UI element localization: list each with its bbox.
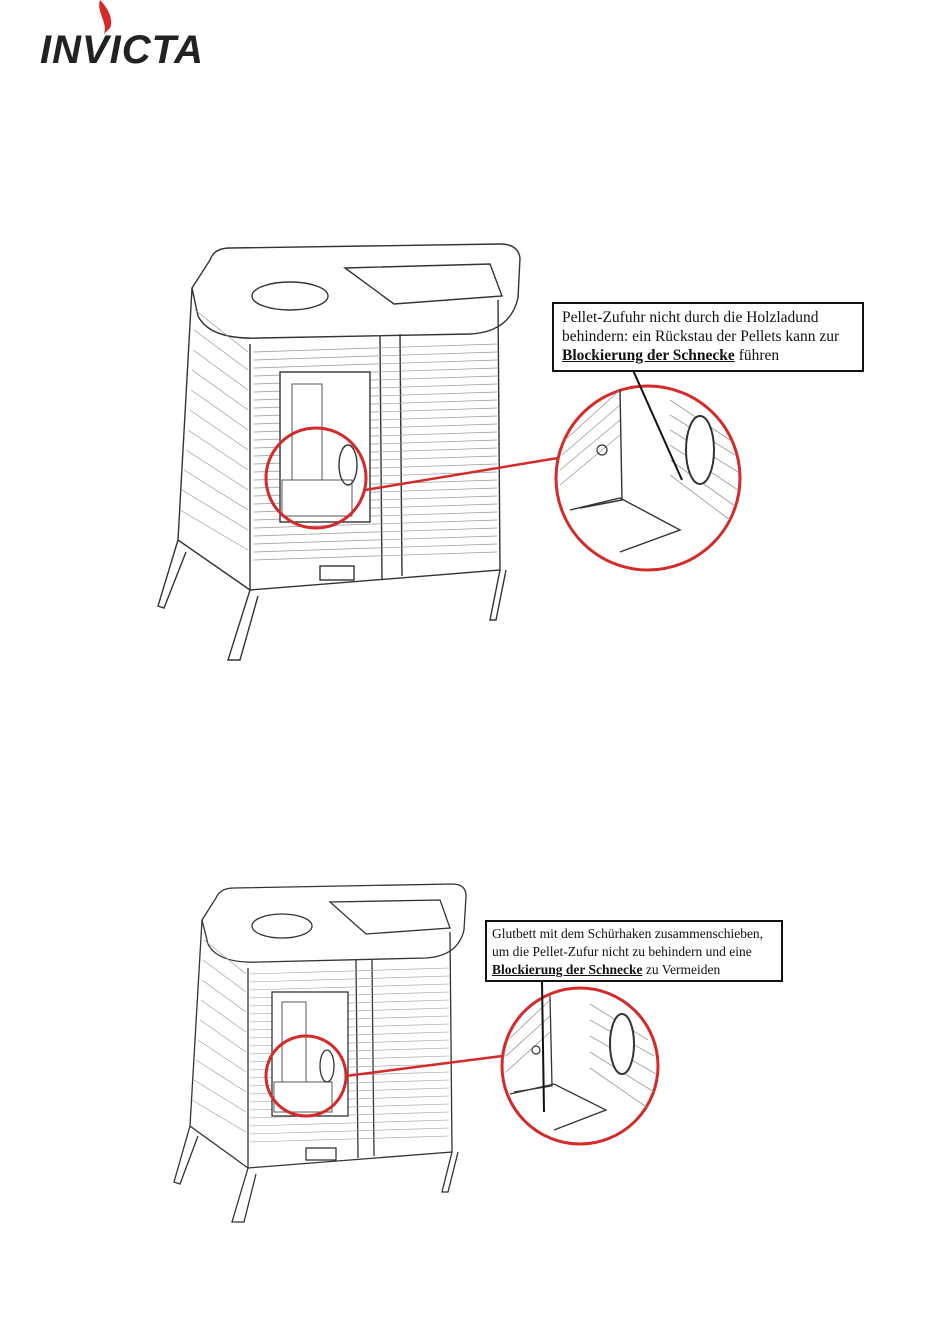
fire-window: [272, 992, 348, 1116]
callout-line: Glutbett mit dem Schürhaken zusammenschi…: [492, 925, 776, 943]
callout-tail: führen: [735, 347, 779, 364]
zoom-detail-circle: [502, 988, 658, 1144]
stove-legs: [158, 540, 506, 660]
zoom-connector-line: [365, 458, 558, 490]
logo-flame-mark: [38, 0, 268, 80]
callout-box-1: Pellet-Zufuhr nicht durch die Holzladund…: [552, 302, 864, 372]
brand-logo: INVICTA: [38, 0, 268, 80]
callout-line: behindern: ein Rückstau der Pellets kann…: [562, 327, 854, 346]
callout-line: Pellet-Zufuhr nicht durch die Holzladund: [562, 308, 854, 327]
warning-emphasis: Blockierung der Schnecke: [492, 962, 643, 977]
callout-line: um die Pellet-Zufur nicht zu behindern u…: [492, 943, 776, 961]
callout-box-2: Glutbett mit dem Schürhaken zusammenschi…: [485, 920, 783, 982]
callout-tail: zu Vermeiden: [643, 962, 721, 977]
callout-line-last: Blockierung der Schnecke zu Vermeiden: [492, 961, 776, 979]
zoom-detail-circle: [556, 386, 740, 570]
callout-line-last: Blockierung der Schnecke führen: [562, 346, 854, 365]
stove-legs: [174, 1126, 458, 1222]
warning-emphasis: Blockierung der Schnecke: [562, 347, 735, 364]
